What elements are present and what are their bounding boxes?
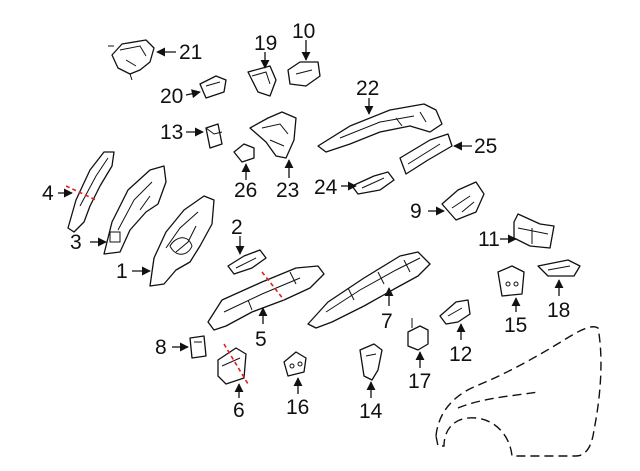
part-13-bracket[interactable] (205, 123, 223, 149)
part-14-support[interactable] (359, 343, 383, 381)
callout-4: 4 (42, 182, 54, 205)
callout-17: 17 (408, 370, 431, 393)
part-3-apron-inner[interactable] (103, 165, 167, 255)
cut-line-4 (65, 185, 97, 201)
callout-5: 5 (255, 328, 267, 351)
callout-9: 9 (410, 200, 422, 223)
callout-10: 10 (292, 20, 315, 43)
part-7-frame-rail[interactable] (307, 251, 431, 329)
part-26-clip[interactable] (233, 143, 255, 163)
fender-outline (435, 326, 602, 457)
callout-8: 8 (155, 336, 167, 359)
callout-15: 15 (504, 314, 527, 337)
part-24-bracket[interactable] (351, 171, 395, 195)
part-15-bracket[interactable] (497, 265, 525, 297)
part-9-bracket[interactable] (441, 181, 485, 221)
callout-16: 16 (286, 396, 309, 419)
callout-13: 13 (160, 121, 183, 144)
callout-22: 22 (356, 77, 379, 100)
part-21-bracket[interactable] (108, 39, 155, 81)
callout-12: 12 (449, 343, 472, 366)
part-19-reinforcement[interactable] (247, 65, 277, 97)
callout-1: 1 (116, 260, 128, 283)
part-8-block[interactable] (189, 335, 207, 359)
callout-11: 11 (478, 228, 500, 251)
part-16-bracket[interactable] (283, 351, 307, 377)
part-22-upper-rail[interactable] (317, 103, 443, 153)
part-6-rail-end[interactable] (217, 347, 247, 385)
part-20-brace[interactable] (199, 75, 227, 99)
callout-18: 18 (547, 299, 570, 322)
part-2-bracket[interactable] (227, 249, 267, 275)
part-23-apron-brace[interactable] (249, 111, 297, 159)
part-11-bracket[interactable] (513, 213, 555, 249)
part-17-support[interactable] (407, 318, 429, 351)
part-1-wheelhouse[interactable] (149, 195, 215, 287)
callout-26: 26 (234, 179, 257, 202)
cut-line-6 (223, 343, 249, 385)
part-4-pillar[interactable] (67, 151, 115, 233)
callout-20: 20 (160, 85, 183, 108)
callout-23: 23 (276, 179, 299, 202)
part-25-extension[interactable] (399, 133, 453, 175)
part-18-bracket[interactable] (537, 259, 581, 277)
callout-21: 21 (179, 41, 202, 64)
callout-3: 3 (70, 231, 82, 254)
cut-line-5 (261, 271, 285, 301)
callout-25: 25 (474, 135, 497, 158)
callout-7: 7 (381, 310, 393, 333)
callout-24: 24 (314, 176, 338, 199)
part-5-lower-rail[interactable] (207, 265, 325, 331)
callout-14: 14 (359, 400, 383, 423)
leader-20 (185, 89, 201, 99)
callout-19: 19 (254, 32, 277, 55)
part-12-bracket[interactable] (439, 299, 471, 325)
part-10-plate[interactable] (287, 61, 321, 87)
callout-2: 2 (231, 216, 243, 239)
callout-6: 6 (233, 399, 245, 422)
